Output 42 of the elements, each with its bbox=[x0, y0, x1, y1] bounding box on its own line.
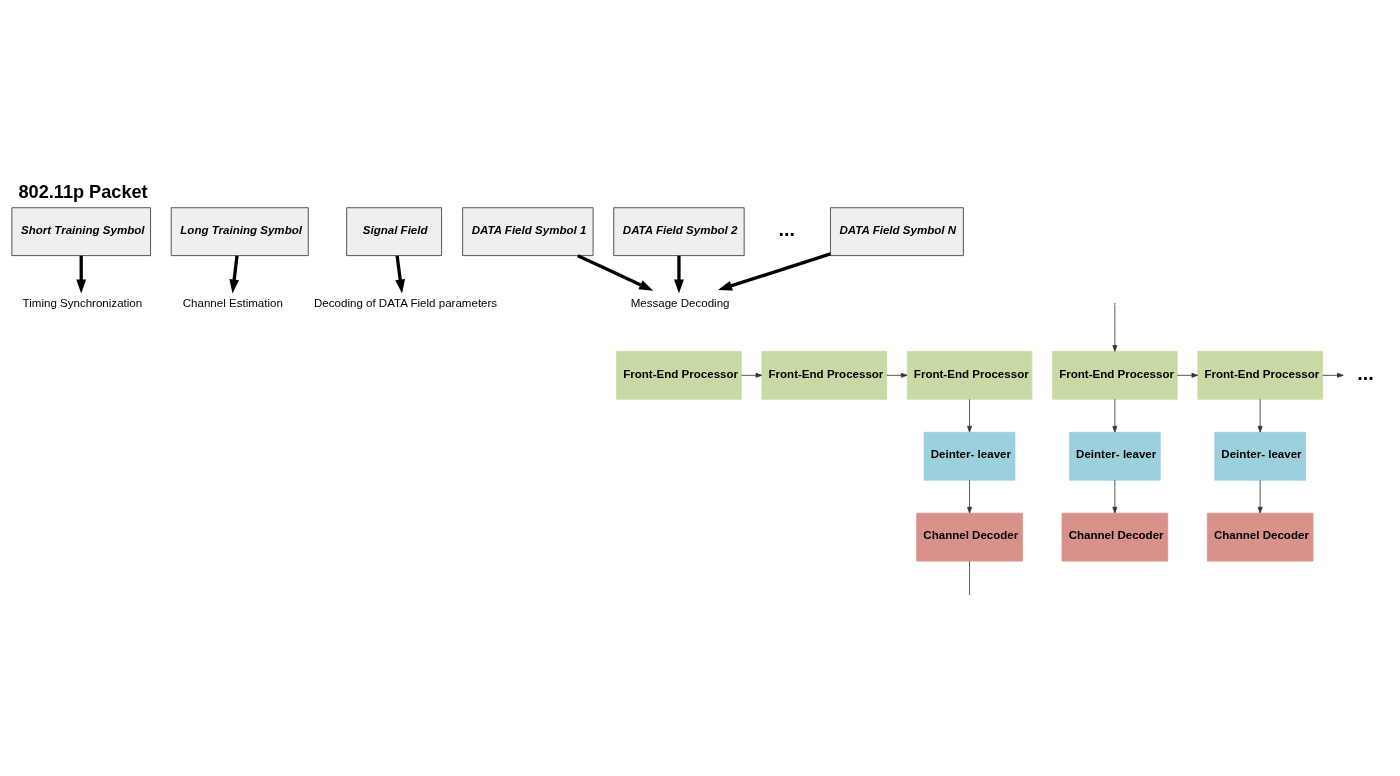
arrow bbox=[674, 255, 684, 294]
arrow bbox=[577, 254, 654, 291]
node-box: DATA Field Symbol N bbox=[830, 207, 964, 257]
node-box: Long Training Symbol bbox=[170, 207, 309, 257]
arrow bbox=[1257, 479, 1263, 514]
arrow bbox=[967, 398, 972, 433]
connector bbox=[969, 560, 970, 595]
node-text: Channel Estimation bbox=[182, 296, 283, 309]
arrow bbox=[1176, 372, 1199, 378]
arrow bbox=[1112, 398, 1118, 433]
arrow bbox=[740, 372, 763, 378]
arrow bbox=[229, 255, 240, 294]
node-text: Message Decoding bbox=[630, 296, 730, 309]
node-box: Short Training Symbol bbox=[11, 207, 151, 257]
arrow bbox=[395, 255, 406, 294]
arrow bbox=[76, 255, 87, 294]
node-box: Front-End Processor bbox=[761, 350, 887, 400]
diagram-title: 802.11p Packet bbox=[18, 182, 148, 203]
node-box: Channel Decoder bbox=[1206, 512, 1314, 562]
node-box: Deinter- leaver bbox=[923, 431, 1016, 481]
node-box: Front-End Processor bbox=[616, 350, 742, 400]
arrow bbox=[967, 479, 972, 514]
node-text: Timing Synchronization bbox=[22, 296, 143, 309]
node-text: ... bbox=[1357, 361, 1374, 384]
node-box: Deinter- leaver bbox=[1214, 431, 1306, 481]
node-box: Front-End Processor bbox=[1197, 350, 1323, 400]
arrow bbox=[718, 252, 831, 291]
node-box: Front-End Processor bbox=[1052, 350, 1178, 400]
node-box: Channel Decoder bbox=[1061, 512, 1169, 562]
node-box: Channel Decoder bbox=[916, 512, 1023, 562]
node-box: Signal Field bbox=[346, 207, 442, 257]
arrow bbox=[1257, 398, 1263, 433]
node-text: Decoding of DATA Field parameters bbox=[314, 296, 498, 309]
node-box: Deinter- leaver bbox=[1069, 431, 1161, 481]
arrow bbox=[1112, 303, 1118, 352]
arrow bbox=[886, 372, 908, 378]
arrow bbox=[1112, 479, 1118, 514]
arrow bbox=[1322, 372, 1344, 378]
node-box: DATA Field Symbol 1 bbox=[462, 207, 594, 257]
node-box: DATA Field Symbol 2 bbox=[613, 207, 745, 257]
node-box: Front-End Processor bbox=[906, 350, 1033, 400]
label: ... bbox=[778, 217, 795, 240]
